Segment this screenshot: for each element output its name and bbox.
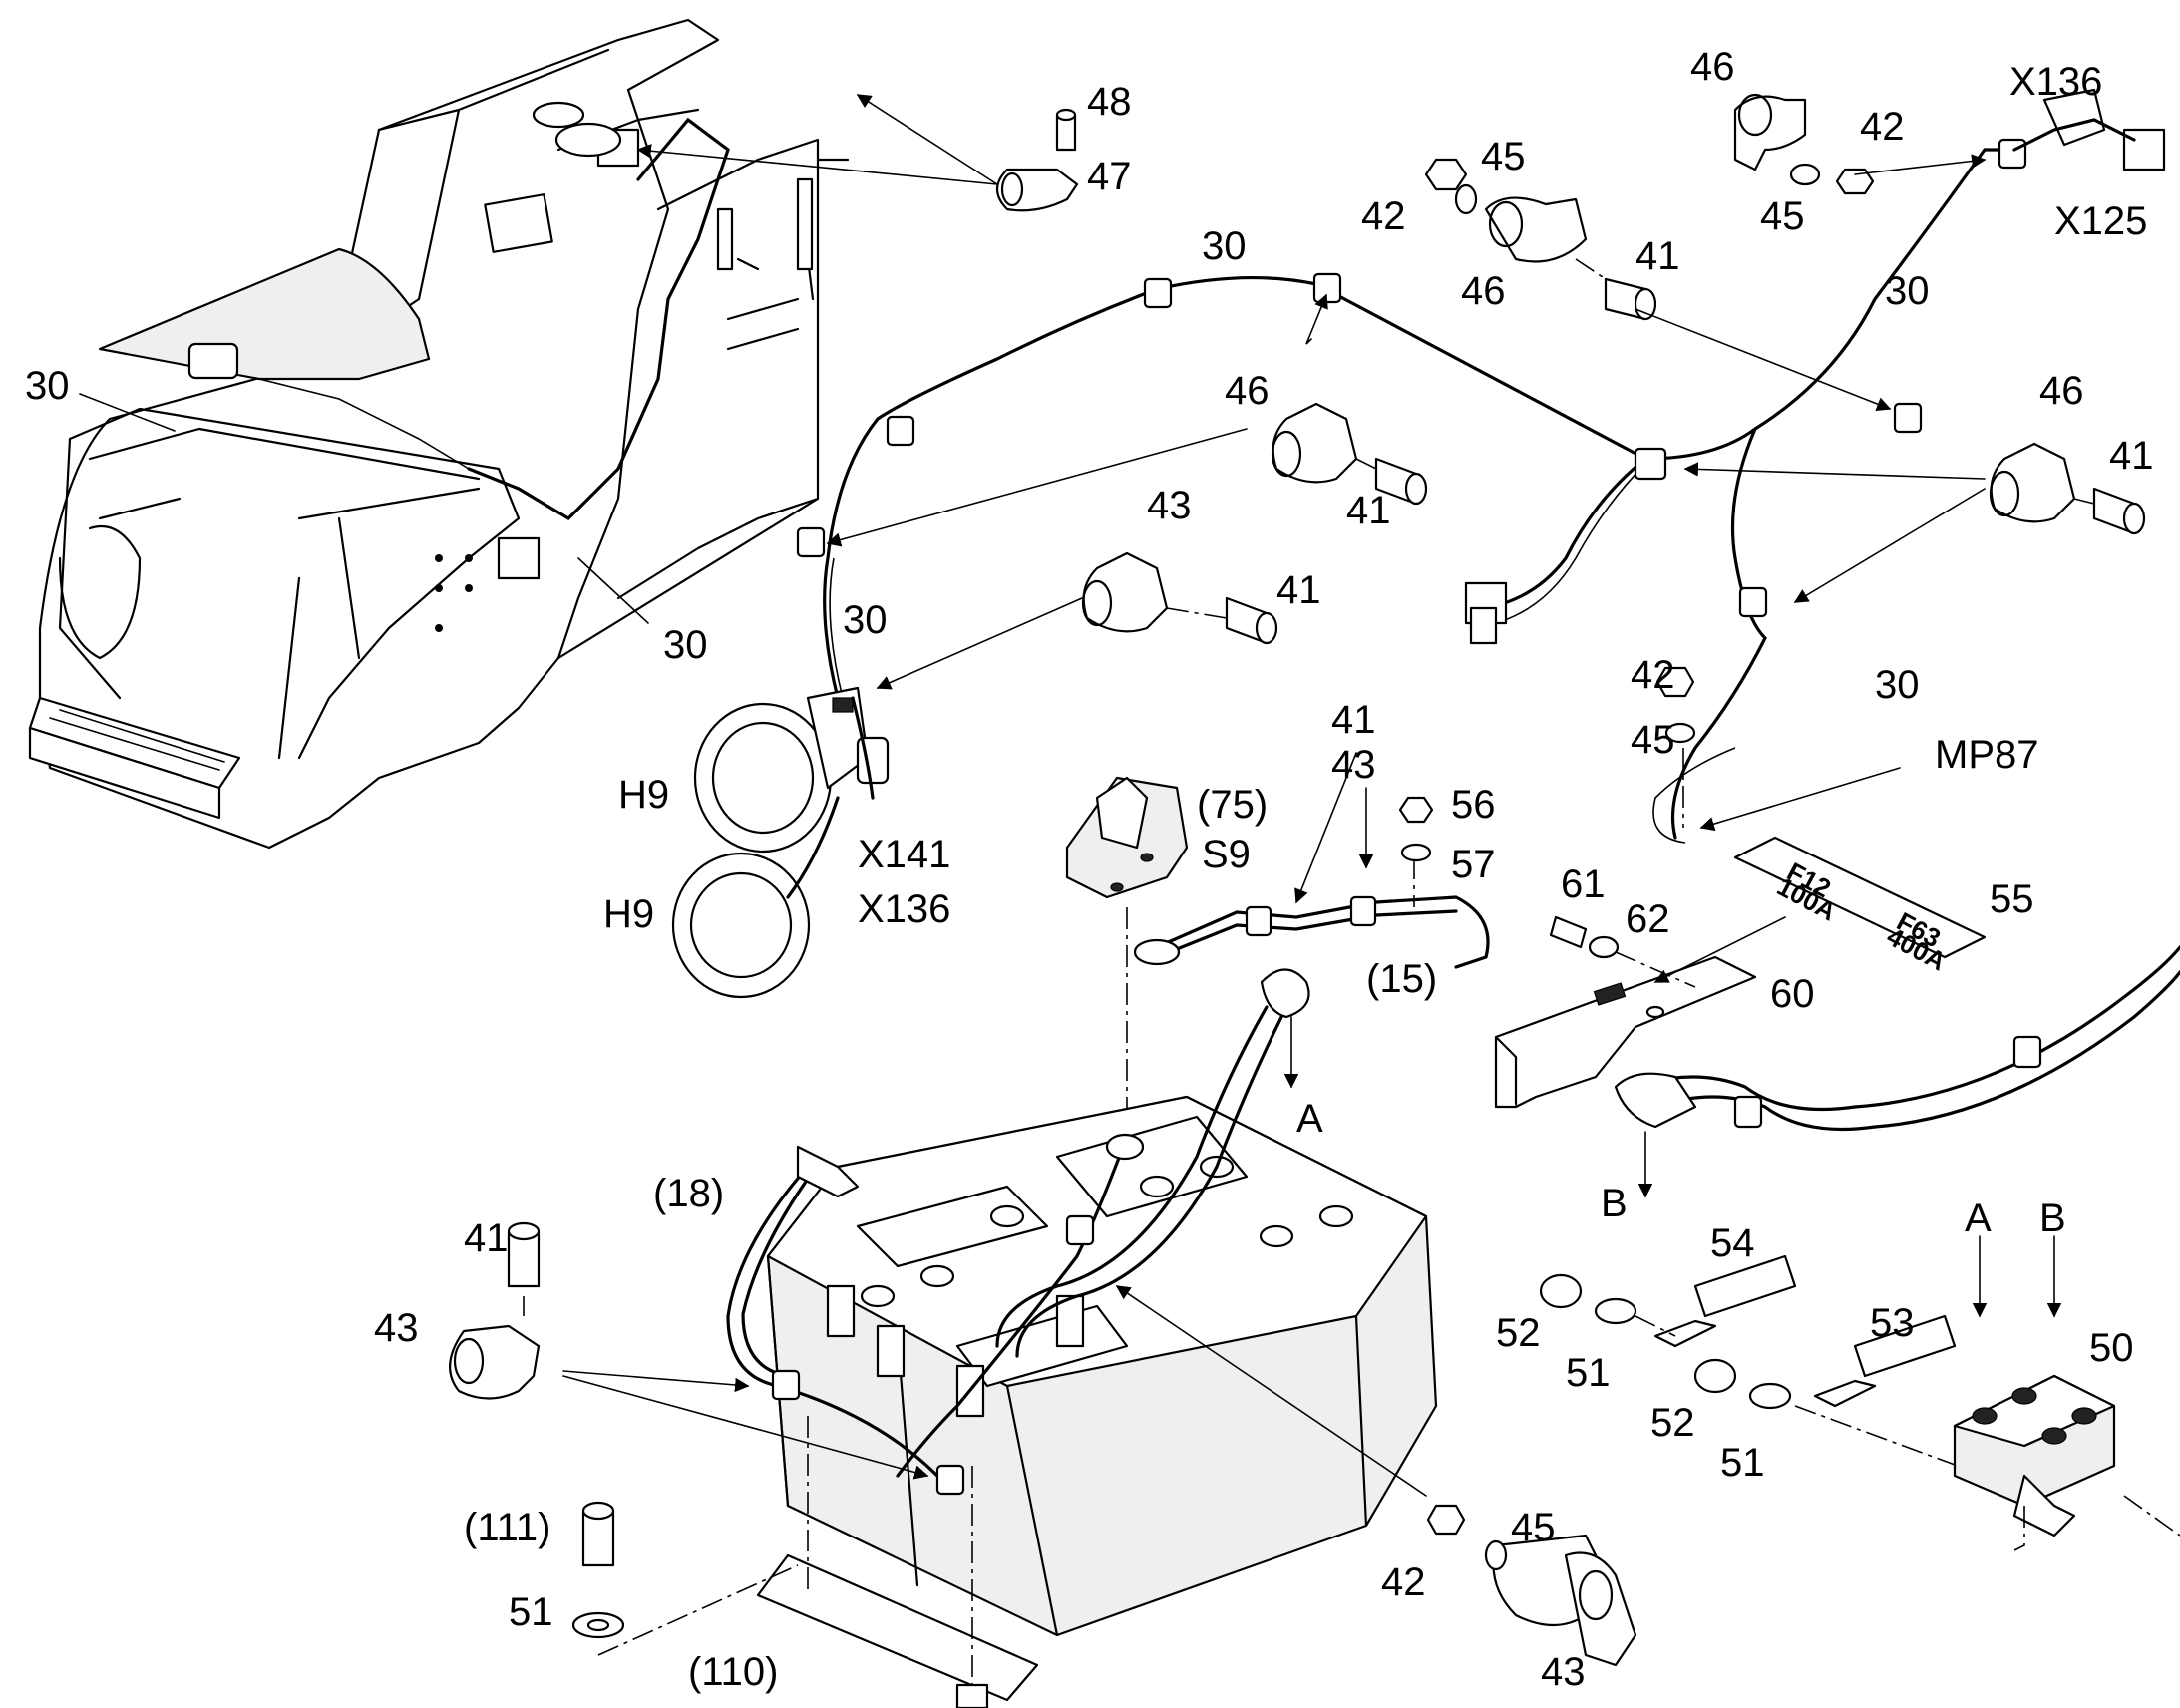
- callout-15: (15): [1366, 957, 1437, 1001]
- screw-61-washer-62: [1549, 915, 1696, 988]
- callout-42-mp: 42: [1631, 653, 1675, 697]
- callout-57: 57: [1451, 843, 1496, 886]
- callout-b2: B: [2039, 1196, 2066, 1240]
- callout-75: (75): [1197, 783, 1268, 827]
- callout-52-b: 52: [1650, 1401, 1695, 1445]
- callout-46-top: 46: [1461, 269, 1506, 313]
- callout-48: 48: [1087, 80, 1132, 124]
- callout-labels: 48 47 30 30 30 30 30 30 46 42 45 41 46 X…: [25, 45, 2154, 1694]
- horn-h9-upper: [693, 686, 870, 854]
- callout-50: 50: [2089, 1326, 2134, 1370]
- clip-46-right: [1989, 442, 2146, 535]
- callout-110: (110): [688, 1650, 778, 1694]
- callout-30-left: 30: [25, 364, 70, 408]
- callout-43-bl: 43: [374, 1306, 419, 1350]
- callout-30-right: 30: [1885, 269, 1930, 313]
- callout-h9-lower: H9: [603, 892, 654, 936]
- callout-46-right: 46: [2039, 369, 2084, 413]
- callout-41-top: 41: [1635, 234, 1680, 278]
- callout-41-right: 41: [2109, 434, 2154, 478]
- callout-a2: A: [1965, 1196, 1992, 1240]
- callout-x125: X125: [2054, 199, 2147, 243]
- callout-a: A: [1296, 1097, 1323, 1141]
- callout-45-mp: 45: [1631, 718, 1675, 762]
- callout-51-a: 51: [1566, 1351, 1611, 1395]
- horn-h9-lower: [671, 696, 890, 999]
- callout-x136: X136: [858, 887, 950, 931]
- callout-41-mid: 41: [1276, 568, 1321, 612]
- relay-block-50: [1953, 1374, 2180, 1551]
- callout-56: 56: [1451, 783, 1496, 827]
- clip-43-mid: [1081, 551, 1278, 645]
- callout-x136-tr: X136: [2009, 60, 2102, 104]
- screw-111-washer-51: [571, 1501, 799, 1656]
- callout-51-b: 51: [1720, 1441, 1765, 1485]
- callout-53: 53: [1870, 1301, 1915, 1345]
- clip-46-top-right-group: [1733, 88, 2166, 195]
- clip-43-bottom-right: [1426, 1504, 1637, 1667]
- callout-30-right2: 30: [1875, 663, 1920, 707]
- callout-55: 55: [1990, 877, 2034, 921]
- label-plate-55: F12 100A F63 400A: [1733, 836, 1987, 977]
- callout-45-top: 45: [1481, 135, 1526, 178]
- battery-disconnect-switch-s9: [1065, 776, 1189, 1137]
- callout-41-bl: 41: [464, 1216, 509, 1260]
- callout-43-bot: 43: [1541, 1650, 1586, 1694]
- callout-41-s9: 41: [1331, 698, 1376, 742]
- callout-51-bl: 51: [509, 1590, 553, 1634]
- callout-x141: X141: [858, 833, 950, 876]
- callout-41-clip: 41: [1346, 489, 1391, 532]
- nut-56-washer-57: [1398, 796, 1434, 862]
- callout-61: 61: [1561, 862, 1606, 906]
- callout-60: 60: [1770, 972, 1815, 1016]
- callout-46-tr: 46: [1690, 45, 1735, 89]
- callout-42-bot: 42: [1381, 1560, 1426, 1604]
- battery-cable-15: [1133, 857, 1490, 969]
- clip-47-screw-48: [995, 108, 1079, 212]
- callout-30-cab: 30: [663, 623, 708, 667]
- callout-54: 54: [1710, 1221, 1755, 1265]
- leader-arrows: [79, 94, 2062, 1497]
- callout-30-mid: 30: [843, 598, 888, 642]
- callout-46-clip: 46: [1225, 369, 1270, 413]
- fuse-53: [1693, 1314, 1986, 1477]
- nut-42-washer-45-mp87: [1655, 666, 1696, 828]
- callout-47: 47: [1087, 155, 1132, 198]
- callout-30-top: 30: [1202, 224, 1247, 268]
- fuse-bracket-60: [1494, 945, 2180, 1132]
- callout-42-top: 42: [1361, 194, 1406, 238]
- battery: [726, 968, 1438, 1708]
- callout-42-tr: 42: [1860, 105, 1905, 149]
- callout-43-s9: 43: [1331, 743, 1376, 787]
- callout-s9: S9: [1202, 833, 1251, 876]
- clip-43-bottom-left: [449, 1221, 541, 1400]
- machine-cab-body: [28, 18, 850, 850]
- clip-46-mid: [1271, 402, 1428, 506]
- callout-h9-upper: H9: [618, 773, 669, 817]
- callout-mp87: MP87: [1935, 733, 2039, 777]
- callout-111: (111): [464, 1506, 550, 1549]
- callout-45-tr: 45: [1760, 194, 1805, 238]
- callout-45-bot: 45: [1511, 1506, 1556, 1549]
- callout-52-a: 52: [1496, 1311, 1541, 1355]
- callout-b: B: [1601, 1182, 1628, 1225]
- callout-18: (18): [653, 1172, 724, 1215]
- fuse-54: [1539, 1254, 1797, 1348]
- callout-62: 62: [1626, 897, 1670, 941]
- wire-harness-30: [796, 138, 2027, 844]
- callout-43-mid: 43: [1147, 484, 1192, 527]
